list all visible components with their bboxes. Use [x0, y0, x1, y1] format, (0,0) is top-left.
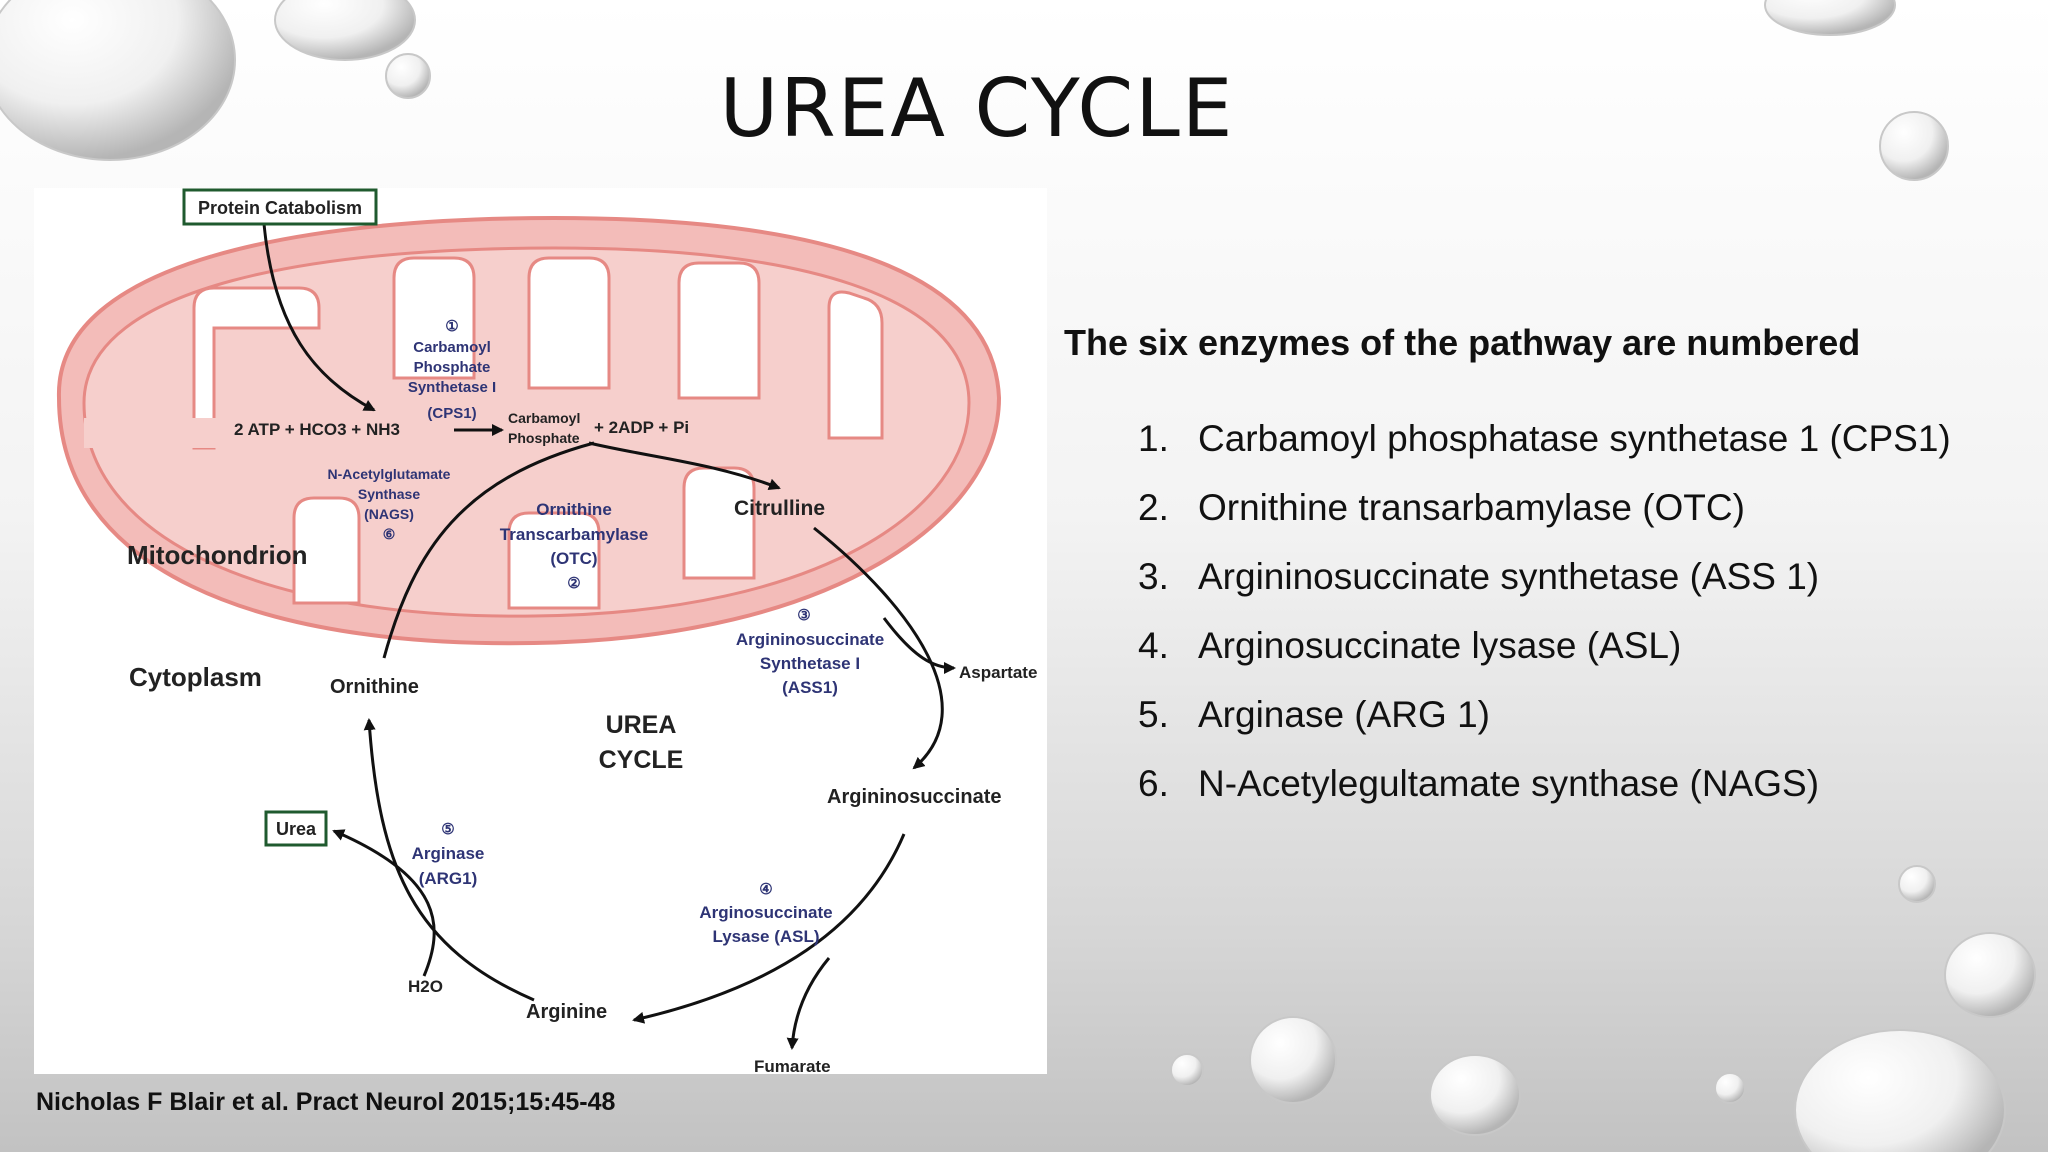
fumarate-label: Fumarate [754, 1057, 831, 1074]
citrulline-label: Citrulline [734, 497, 825, 520]
cycle-label-line: UREA [606, 711, 677, 739]
enzyme-name: Arginosuccinate lysase (ASL) [1198, 625, 1682, 666]
enzyme-name: Ornithine transarbamylase (OTC) [1198, 487, 1745, 528]
mitochondrion-label: Mitochondrion [127, 540, 308, 570]
otc-line: (OTC) [550, 549, 597, 568]
arg1-line: Arginase [412, 844, 485, 863]
list-item: 4. Arginosuccinate lysase (ASL) [1138, 625, 1951, 694]
cytoplasm-label: Cytoplasm [129, 662, 262, 692]
nags-line: N-Acetylglutamate [328, 466, 451, 482]
arg1-line: (ARG1) [419, 869, 478, 888]
list-item: 1. Carbamoyl phosphatase synthetase 1 (CP… [1138, 418, 1951, 487]
ass1-line: Argininosuccinate [736, 630, 884, 649]
asl-number: ④ [759, 881, 772, 898]
protein-catabolism-label: Protein Catabolism [198, 198, 362, 218]
aspartate-label: Aspartate [959, 663, 1037, 682]
reactants-label: 2 ATP + HCO3 + NH3 [234, 420, 400, 439]
list-item: 5. Arginase (ARG 1) [1138, 694, 1951, 763]
carbamoyl-phosphate-line: Carbamoyl [508, 410, 580, 426]
list-number: 1. [1138, 418, 1169, 459]
ass1-number: ③ [797, 607, 810, 624]
enzyme-name: Arginase (ARG 1) [1198, 694, 1490, 735]
arg1-number: ⑤ [441, 821, 454, 838]
enzyme-name: Argininosuccinate synthetase (ASS 1) [1198, 556, 1820, 597]
list-item: 2. Ornithine transarbamylase (OTC) [1138, 487, 1951, 556]
products-label: + 2ADP + Pi [594, 418, 689, 437]
ornithine-label: Ornithine [330, 676, 419, 698]
arginine-label: Arginine [526, 1001, 607, 1023]
slide-title: UREA CYCLE [719, 62, 1235, 155]
nags-line: (NAGS) [364, 506, 414, 522]
protein-catabolism-box [182, 188, 378, 226]
ass1-line: (ASS1) [782, 678, 838, 697]
asl-line: Arginosuccinate [699, 903, 832, 922]
otc-line: Transcarbamylase [500, 525, 648, 544]
enzyme-name: Carbamoyl phosphatase synthetase 1 (CPS1… [1198, 418, 1951, 459]
cps1-number: ① [445, 318, 458, 335]
urea-label: Urea [276, 819, 317, 839]
carbamoyl-phosphate-line: Phosphate [508, 430, 580, 446]
enzyme-name: N-Acetylegultamate synthase (NAGS) [1198, 763, 1820, 804]
enzyme-list: 1. Carbamoyl phosphatase synthetase 1 (CP… [1138, 418, 1951, 832]
cps1-line: Phosphate [414, 359, 491, 376]
list-number: 3. [1138, 556, 1169, 597]
list-number: 4. [1138, 625, 1169, 666]
urea-box [264, 810, 328, 847]
nags-number: ⑥ [383, 526, 396, 542]
h2o-label: H2O [408, 977, 443, 996]
asl-line: Lysase (ASL) [712, 927, 819, 946]
cps1-line: Carbamoyl [413, 339, 491, 356]
enzyme-list-heading: The six enzymes of the pathway are numbe… [1064, 322, 1861, 363]
list-number: 2. [1138, 487, 1169, 528]
list-item: 3. Argininosuccinate synthetase (ASS 1) [1138, 556, 1951, 625]
nags-line: Synthase [358, 486, 420, 502]
list-number: 6. [1138, 763, 1169, 804]
ass1-line: Synthetase I [760, 654, 860, 673]
cycle-label-line: CYCLE [599, 746, 684, 774]
cps1-line: Synthetase I [408, 379, 496, 396]
list-item: 6. N-Acetylegultamate synthase (NAGS) [1138, 763, 1951, 832]
otc-number: ② [567, 575, 580, 592]
citation: Nicholas F Blair et al. Pract Neurol 201… [36, 1088, 616, 1116]
list-number: 5. [1138, 694, 1169, 735]
argininosuccinate-label: Argininosuccinate [827, 786, 1001, 808]
mitochondrion-shape [56, 215, 1002, 646]
urea-cycle-diagram: Protein Catabolism ① Carbamoyl Phosphate… [34, 188, 1047, 1074]
otc-line: Ornithine [536, 500, 612, 519]
cps1-line: (CPS1) [427, 405, 476, 422]
